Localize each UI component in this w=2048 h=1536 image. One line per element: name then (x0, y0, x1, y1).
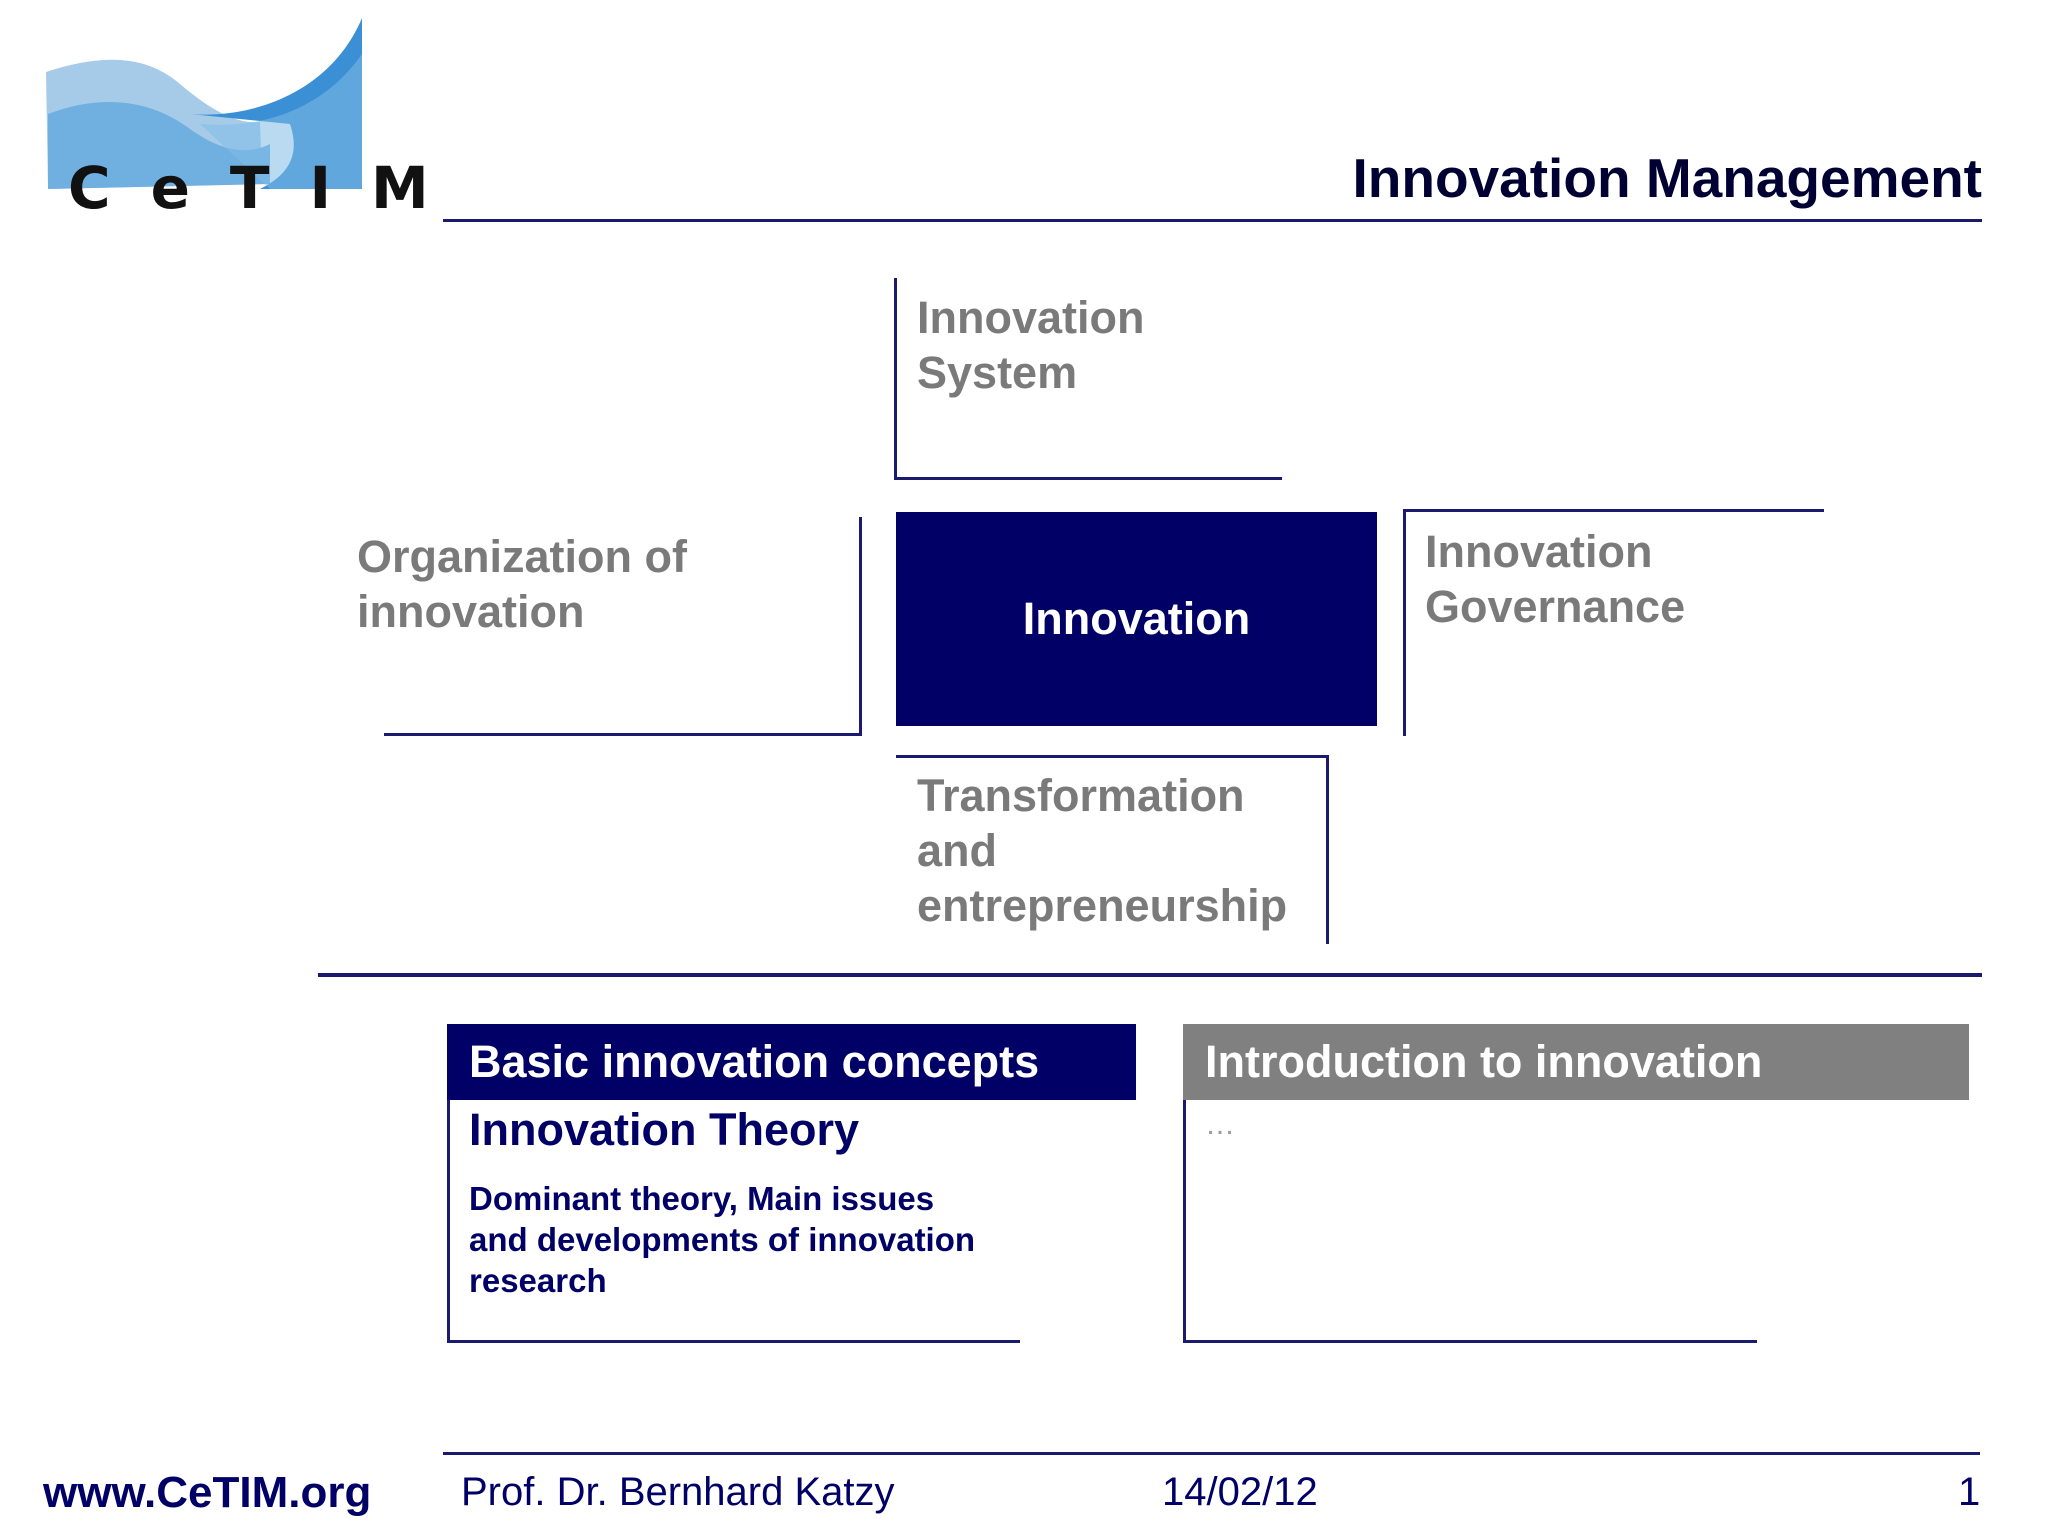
label-innovation-system: Innovation System (917, 290, 1144, 400)
card2-placeholder: … (1205, 1108, 1235, 1141)
bottom-box-top-border (896, 755, 1329, 758)
footer-rule (443, 1452, 1980, 1455)
center-innovation-box: Innovation (896, 512, 1377, 726)
section-divider (318, 973, 1982, 977)
label-line: Governance (1425, 581, 1686, 632)
bottom-box-right-border (1326, 755, 1329, 944)
card1-subtitle: Innovation Theory (469, 1104, 860, 1155)
label-organization-of-innovation: Organization of innovation (357, 529, 687, 639)
card1-description: Dominant theory, Main issues and develop… (469, 1178, 1029, 1301)
description-line: research (469, 1262, 607, 1299)
card-basic-concepts-header: Basic innovation concepts (447, 1024, 1136, 1100)
title-underline (443, 219, 1982, 222)
logo-wordmark: CeTIM (68, 154, 469, 222)
footer-page-number: 1 (1958, 1470, 1981, 1514)
top-box-left-border (894, 278, 897, 480)
label-transformation-entrepreneurship: Transformation and entrepreneurship (917, 768, 1287, 933)
label-line: innovation (357, 586, 585, 637)
footer-author: Prof. Dr. Bernhard Katzy (461, 1470, 895, 1514)
left-box-bottom-border (384, 733, 862, 736)
slide-title: Innovation Management (1352, 147, 1983, 209)
right-box-top-border (1403, 509, 1824, 512)
left-box-right-border (859, 517, 862, 736)
label-line: Innovation (1425, 526, 1653, 577)
card1-bottom-border (447, 1340, 1020, 1343)
description-line: Dominant theory, Main issues (469, 1180, 935, 1217)
card2-bottom-border (1183, 1340, 1757, 1343)
label-line: System (917, 347, 1078, 398)
top-box-bottom-border (894, 477, 1282, 480)
wave-logo-graphic (46, 18, 362, 189)
label-line: Organization of (357, 531, 687, 582)
cetim-logo: CeTIM (40, 14, 460, 224)
card1-left-border (447, 1100, 450, 1343)
footer-website-link[interactable]: www.CeTIM.org (43, 1468, 372, 1517)
card-introduction-header: Introduction to innovation (1183, 1024, 1969, 1100)
card2-left-border (1183, 1100, 1186, 1343)
right-box-left-border (1403, 509, 1406, 736)
label-line: Innovation (917, 292, 1145, 343)
label-innovation-governance: Innovation Governance (1425, 524, 1685, 634)
label-line: entrepreneurship (917, 880, 1288, 931)
footer-date: 14/02/12 (1162, 1470, 1318, 1514)
label-line: Transformation (917, 770, 1245, 821)
label-line: and (917, 825, 998, 876)
description-line: and developments of innovation (469, 1221, 976, 1258)
